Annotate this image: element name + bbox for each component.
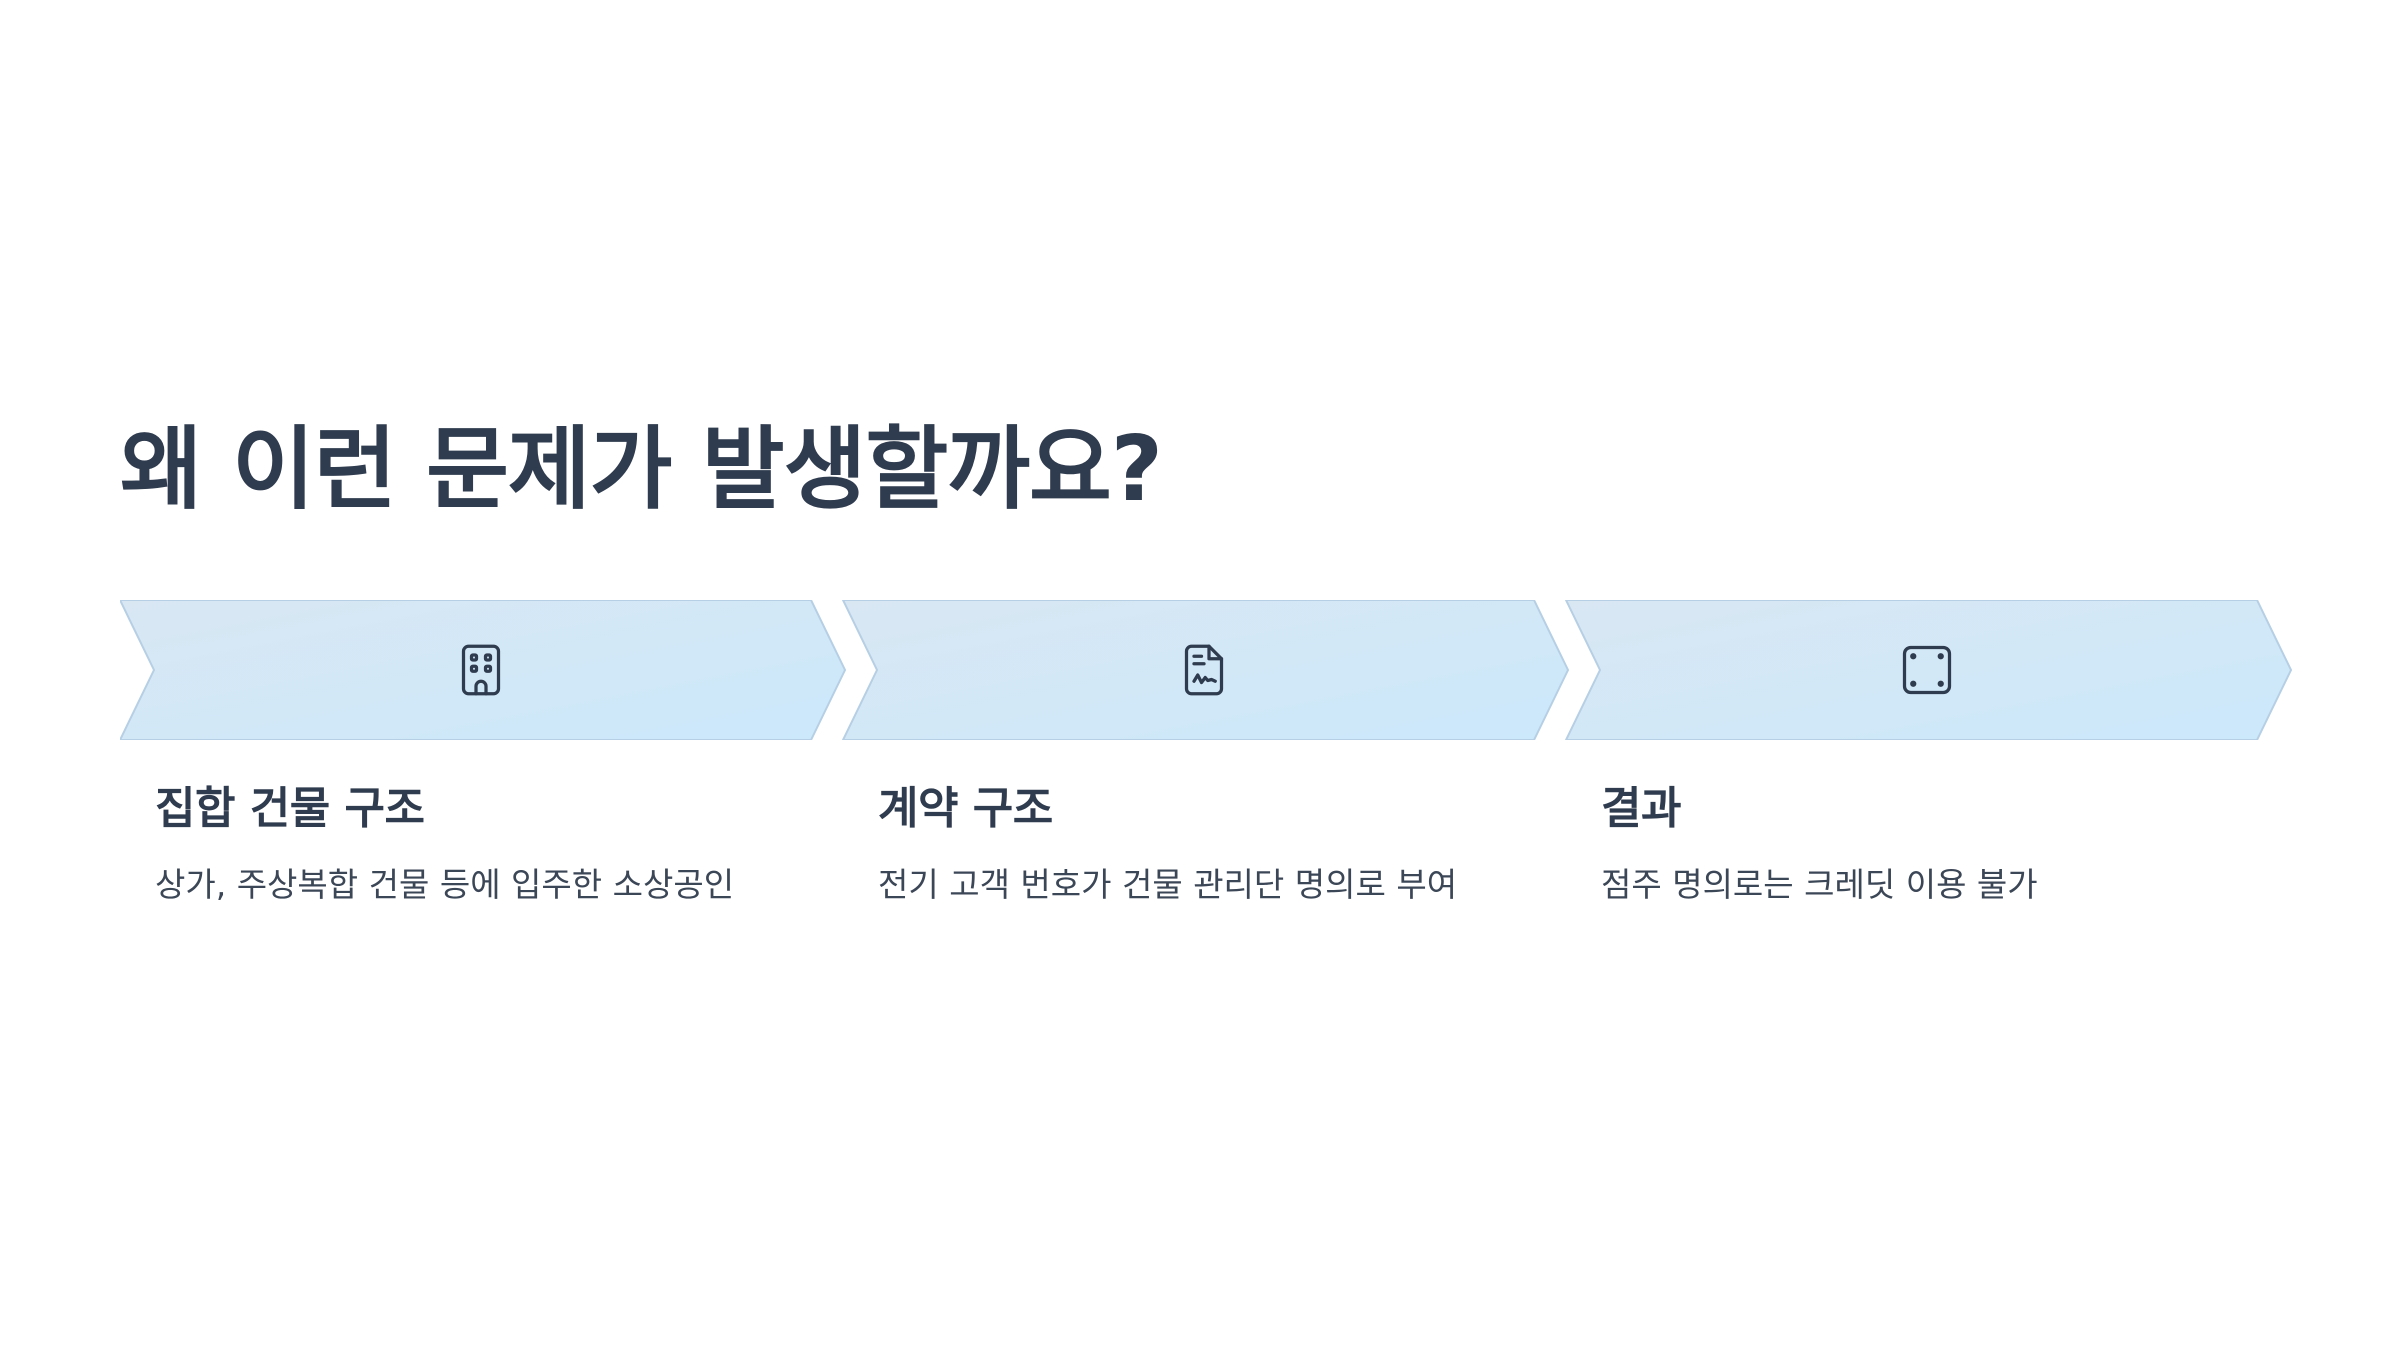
step-3: 결과 점주 명의로는 크레딧 이용 불가 bbox=[1601, 772, 2221, 906]
frame-corners-icon bbox=[1897, 640, 1957, 700]
step-2-description: 전기 고객 번호가 건물 관리단 명의로 부여 bbox=[878, 865, 1458, 904]
chevron-shapes bbox=[120, 600, 2292, 740]
page-title: 왜 이런 문제가 발생할까요? bbox=[120, 417, 1163, 522]
step-1-title: 집합 건물 구조 bbox=[155, 783, 425, 834]
step-3-description: 점주 명의로는 크레딧 이용 불가 bbox=[1601, 865, 2038, 904]
step-3-title: 결과 bbox=[1601, 783, 1681, 834]
chevron-step-3 bbox=[1564, 600, 2292, 740]
chevron-step-2 bbox=[841, 600, 1570, 740]
building-icon bbox=[451, 640, 511, 700]
chevron-step-1 bbox=[120, 600, 847, 740]
step-2: 계약 구조 전기 고객 번호가 건물 관리단 명의로 부여 bbox=[878, 772, 1498, 906]
process-chevrons bbox=[120, 600, 2292, 740]
step-1-description: 상가, 주상복합 건물 등에 입주한 소상공인 bbox=[155, 865, 735, 904]
document-signature-icon bbox=[1174, 640, 1234, 700]
step-1: 집합 건물 구조 상가, 주상복합 건물 등에 입주한 소상공인 bbox=[155, 772, 775, 906]
step-2-title: 계약 구조 bbox=[878, 783, 1053, 834]
